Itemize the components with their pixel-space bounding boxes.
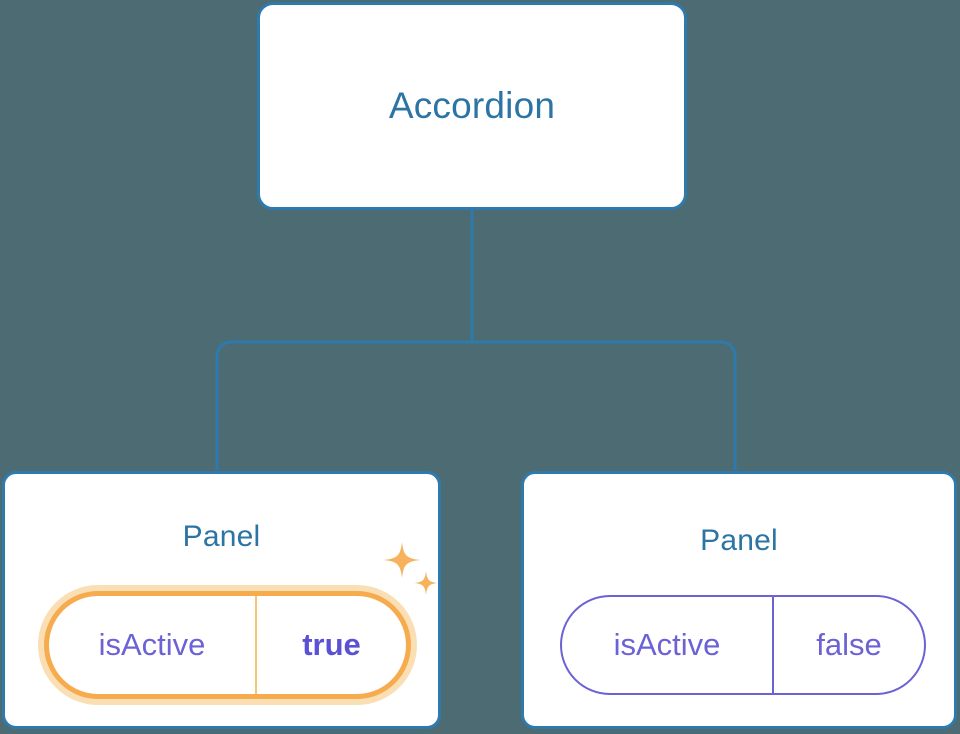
connector-branch-right — [472, 340, 737, 470]
node-panel-active-label: Panel — [182, 520, 261, 553]
property-value: false — [816, 627, 882, 662]
node-panel-inactive[interactable]: Panel isActive false — [521, 471, 957, 729]
node-accordion[interactable]: Accordion — [257, 2, 687, 210]
property-key: isActive — [49, 596, 257, 694]
property-pill-is-active-true[interactable]: isActive true — [44, 591, 411, 699]
property-key: isActive — [562, 597, 774, 693]
node-panel-inactive-label: Panel — [700, 524, 778, 557]
node-accordion-label: Accordion — [388, 85, 556, 126]
connector-branch-left — [215, 340, 472, 470]
property-pill-highlight-halo: isActive true — [38, 585, 417, 705]
node-panel-active[interactable]: Panel isActive true — [2, 471, 441, 729]
property-pill-is-active-false[interactable]: isActive false — [560, 595, 926, 695]
property-value: true — [302, 627, 361, 662]
